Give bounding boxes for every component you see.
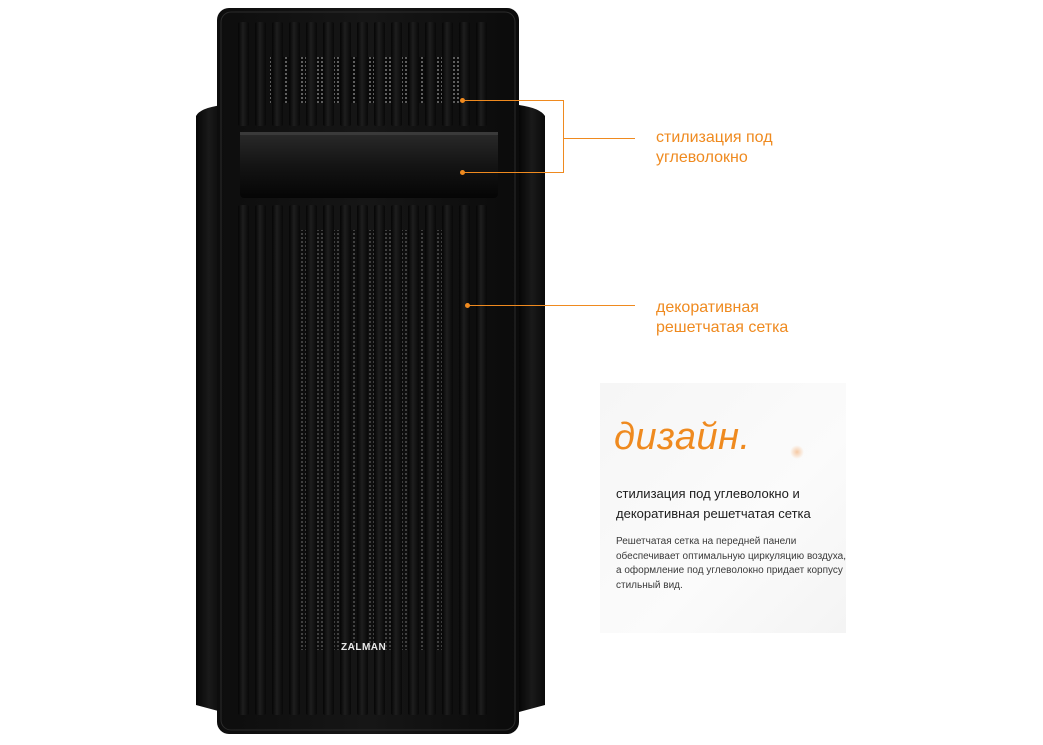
vent-slat xyxy=(323,205,334,715)
top-slats xyxy=(238,22,487,126)
vent-slat xyxy=(425,205,436,715)
vent-slat xyxy=(459,22,470,126)
callout-line xyxy=(563,100,564,173)
front-slats xyxy=(238,205,487,715)
vent-slat xyxy=(442,22,453,126)
vent-slat xyxy=(238,205,249,715)
vent-slat xyxy=(255,205,266,715)
vent-slat xyxy=(323,22,334,126)
vent-slat xyxy=(238,22,249,126)
vent-slat xyxy=(272,22,283,126)
design-card xyxy=(600,383,846,633)
top-mesh xyxy=(270,57,470,103)
vent-slat xyxy=(272,205,283,715)
callout-dot-mesh xyxy=(465,303,470,308)
callout-dot-bay xyxy=(460,170,465,175)
design-subheading: стилизация под углеволокно и декоративна… xyxy=(616,486,811,521)
vent-slat xyxy=(340,205,351,715)
vent-slat xyxy=(306,22,317,126)
vent-slat xyxy=(289,22,300,126)
callout-line xyxy=(464,100,564,101)
vent-slat xyxy=(442,205,453,715)
design-heading: дизайн. xyxy=(614,416,751,458)
vent-slat xyxy=(357,205,368,715)
vent-slat xyxy=(340,22,351,126)
vent-slat xyxy=(476,22,487,126)
drive-bay xyxy=(240,132,498,198)
vent-slat xyxy=(408,22,419,126)
vent-slat xyxy=(425,22,436,126)
callout-label-carbon: стилизация под углеволокно xyxy=(656,129,773,166)
vent-slat xyxy=(374,205,385,715)
vent-slat xyxy=(255,22,266,126)
callout-line xyxy=(563,138,635,139)
vent-slat xyxy=(289,205,300,715)
vent-slat xyxy=(357,22,368,126)
vent-slat xyxy=(459,205,470,715)
vent-slat xyxy=(391,22,402,126)
design-description: Решетчатая сетка на передней панели обес… xyxy=(616,536,847,591)
vent-slat xyxy=(408,205,419,715)
callout-dot-top xyxy=(460,98,465,103)
callout-line xyxy=(469,305,635,306)
zalman-logo: ZALMAN xyxy=(341,642,386,653)
decorative-dot xyxy=(790,445,804,459)
vent-slat xyxy=(391,205,402,715)
callout-label-mesh: декоративная решетчатая сетка xyxy=(656,299,789,336)
vent-slat xyxy=(306,205,317,715)
callout-line xyxy=(464,172,564,173)
vent-slat xyxy=(476,205,487,715)
vent-slat xyxy=(374,22,385,126)
pc-case-image: ZALMAN xyxy=(196,8,545,734)
